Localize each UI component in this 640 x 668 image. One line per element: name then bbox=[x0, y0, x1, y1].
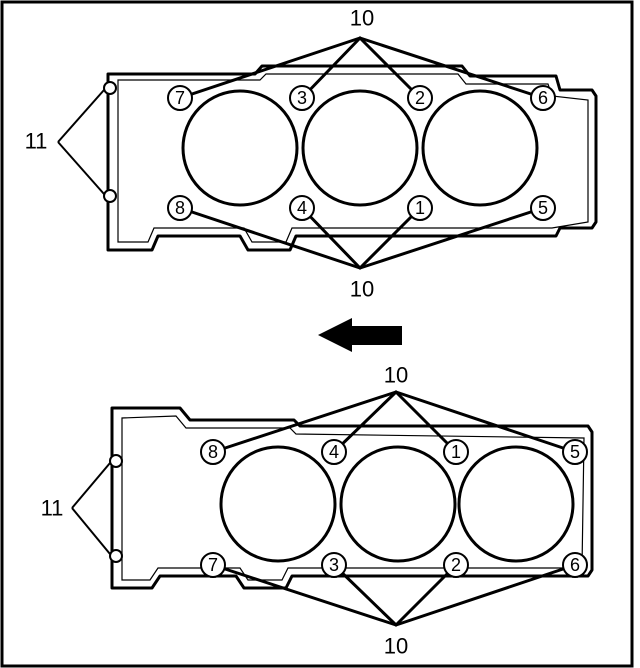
bottom-bolt-lower-2: 3 bbox=[329, 555, 339, 575]
top-bolt-marker bbox=[167, 85, 193, 111]
top-callout-10-lower: 10 bbox=[350, 277, 374, 302]
bottom-bolt-marker bbox=[562, 552, 588, 578]
top-dowel-lower bbox=[103, 189, 117, 203]
bottom-leader-11-lower bbox=[71, 507, 111, 555]
bottom-bolt-marker bbox=[321, 552, 347, 578]
bottom-bolt-upper-2: 4 bbox=[329, 442, 339, 462]
bottom-bolt-marker bbox=[321, 439, 347, 465]
bottom-bolt-marker bbox=[562, 439, 588, 465]
top-bolt-upper-1: 7 bbox=[175, 88, 185, 108]
bottom-bore-3 bbox=[457, 445, 575, 563]
top-bolt-marker bbox=[289, 85, 315, 111]
bottom-bolt-upper-3: 1 bbox=[451, 442, 461, 462]
bottom-leader-8 bbox=[211, 390, 398, 454]
top-bolt-lower-2: 4 bbox=[297, 198, 307, 218]
bottom-bolt-lower-1: 7 bbox=[208, 555, 218, 575]
top-leader-4 bbox=[300, 206, 362, 270]
top-leader-11-upper bbox=[57, 89, 105, 143]
top-bolt-lower-3: 1 bbox=[415, 198, 425, 218]
top-bolt-upper-3: 2 bbox=[415, 88, 425, 108]
bottom-leader-6 bbox=[394, 563, 577, 627]
bottom-bolt-lower-3: 2 bbox=[451, 555, 461, 575]
bottom-bolt-upper-4: 5 bbox=[570, 442, 580, 462]
top-bolt-marker bbox=[530, 195, 556, 221]
top-leader-5 bbox=[358, 206, 545, 270]
top-bolt-lower-4: 5 bbox=[538, 198, 548, 218]
top-callout-10-upper: 10 bbox=[350, 6, 374, 31]
bottom-bolt-marker bbox=[443, 552, 469, 578]
top-leader-2 bbox=[358, 36, 422, 100]
bottom-dowel-lower bbox=[109, 549, 123, 563]
bottom-callout-10-lower: 10 bbox=[384, 634, 408, 659]
top-bolt-marker bbox=[407, 195, 433, 221]
top-leader-3 bbox=[300, 36, 362, 100]
top-bolt-marker bbox=[530, 85, 556, 111]
bottom-bore-1 bbox=[219, 445, 337, 563]
bottom-leader-5 bbox=[394, 390, 577, 454]
bottom-cylinder-head: 8 4 1 5 7 3 2 6 10 10 11 bbox=[41, 363, 594, 659]
top-cylinder-head: 7 3 2 6 8 4 1 5 10 10 11 bbox=[25, 6, 598, 302]
bottom-bolt-marker bbox=[200, 552, 226, 578]
top-bolt-marker bbox=[407, 85, 433, 111]
top-head-outline bbox=[106, 64, 598, 252]
top-leader-1 bbox=[358, 206, 422, 270]
bottom-leader-11-upper bbox=[71, 462, 111, 509]
bottom-leader-7 bbox=[211, 563, 398, 627]
bottom-callout-10-upper: 10 bbox=[384, 363, 408, 388]
bottom-leader-4 bbox=[332, 390, 398, 454]
top-bore-2 bbox=[301, 89, 419, 207]
top-bolt-lower-1: 8 bbox=[175, 198, 185, 218]
bottom-leader-2 bbox=[394, 563, 458, 627]
bottom-dowel-upper bbox=[109, 454, 123, 468]
bottom-bolt-marker bbox=[443, 439, 469, 465]
left-arrow-icon bbox=[318, 318, 402, 352]
top-leader-11-lower bbox=[57, 141, 105, 195]
top-leader-8 bbox=[178, 206, 362, 270]
bottom-callout-11: 11 bbox=[41, 496, 64, 521]
bottom-head-outline bbox=[110, 406, 594, 590]
bottom-head-gasket-edge bbox=[121, 415, 585, 581]
top-leader-6 bbox=[358, 36, 545, 100]
top-leader-7 bbox=[178, 36, 362, 100]
top-bore-1 bbox=[181, 89, 299, 207]
top-head-gasket-edge bbox=[117, 73, 589, 243]
bottom-leader-3 bbox=[332, 563, 398, 627]
bottom-bore-2 bbox=[339, 445, 457, 563]
top-bore-3 bbox=[421, 89, 539, 207]
bottom-bolt-upper-1: 8 bbox=[208, 442, 218, 462]
bottom-bolt-marker bbox=[200, 439, 226, 465]
bottom-leader-1 bbox=[394, 390, 458, 454]
top-bolt-upper-4: 6 bbox=[538, 88, 548, 108]
top-callout-11: 11 bbox=[25, 129, 48, 154]
top-bolt-marker bbox=[289, 195, 315, 221]
top-dowel-upper bbox=[103, 81, 117, 95]
bottom-bolt-lower-4: 6 bbox=[570, 555, 580, 575]
top-bolt-marker bbox=[167, 195, 193, 221]
top-bolt-upper-2: 3 bbox=[297, 88, 307, 108]
